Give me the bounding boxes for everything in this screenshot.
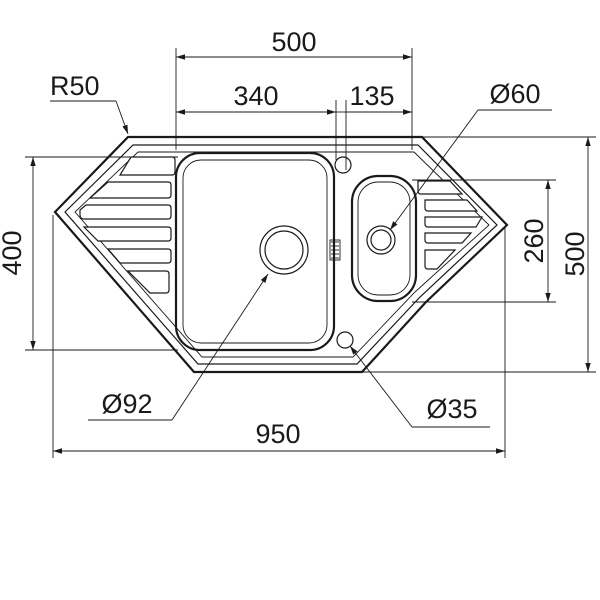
- dimension-dia35: Ø35: [349, 345, 490, 428]
- left-drainboard: [79, 156, 176, 294]
- dim-overall-width: 950: [255, 419, 300, 449]
- dim-small-bowl-depth: 260: [519, 218, 549, 263]
- dim-small-drain: Ø60: [489, 79, 540, 109]
- dim-bowl-width: 340: [233, 81, 278, 111]
- main-bowl: [174, 151, 341, 352]
- dim-small-bowl-width: 135: [349, 81, 394, 111]
- dimension-340: 340: [176, 81, 337, 160]
- dimension-950: 950: [52, 215, 506, 458]
- dim-main-length: 500: [271, 27, 316, 57]
- dimension-135: 135: [330, 81, 412, 170]
- dimension-500-right: 500: [362, 136, 596, 373]
- dimension-260: 260: [412, 179, 556, 303]
- dim-depth-left: 400: [0, 230, 27, 275]
- dimension-400: 400: [0, 156, 178, 351]
- dimension-500-top: 500: [175, 27, 413, 150]
- small-bowl: [350, 174, 418, 303]
- dim-overall-depth: 500: [560, 231, 590, 276]
- dimension-dia60: Ø60: [389, 79, 552, 231]
- overflow-slot: [329, 239, 341, 261]
- dim-tap-hole: Ø35: [426, 394, 477, 424]
- dimension-r50: R50: [50, 71, 129, 135]
- dimension-dia92: Ø92: [88, 273, 269, 421]
- right-drainboard: [417, 180, 484, 270]
- tap-holes: [334, 156, 354, 349]
- dim-main-drain: Ø92: [101, 389, 152, 419]
- dim-corner-radius: R50: [50, 71, 100, 101]
